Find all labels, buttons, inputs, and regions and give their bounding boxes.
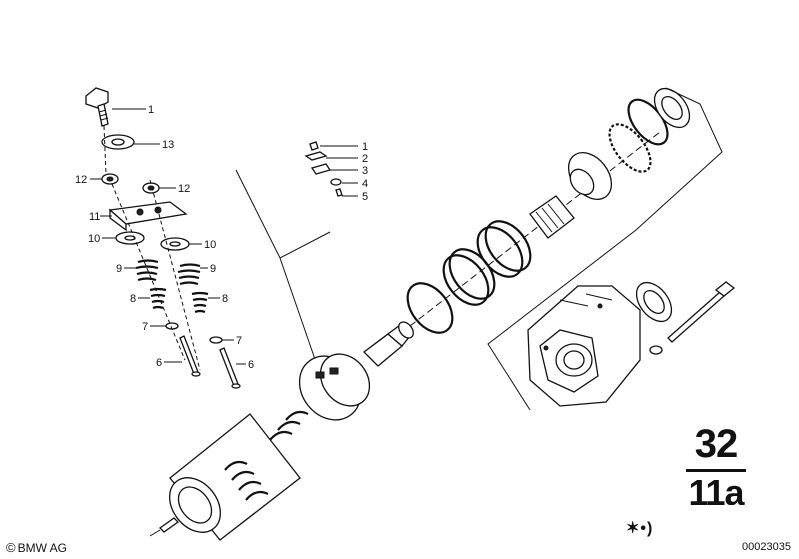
callout-11: 11 <box>89 211 100 223</box>
steering-shaft-assembly <box>149 87 691 541</box>
gear-housing-icon <box>527 281 736 407</box>
callout-s5: 5 <box>362 191 368 203</box>
callout-10-left: 10 <box>88 233 100 245</box>
callout-13: 13 <box>162 139 174 151</box>
leader-lines-left <box>90 108 246 365</box>
callout-s3: 3 <box>362 165 368 177</box>
group-code-divider <box>686 469 746 472</box>
callout-12-right: 12 <box>178 183 190 195</box>
callout-s4: 4 <box>362 178 368 190</box>
callout-s1: 1 <box>362 141 368 153</box>
small-parts-group <box>304 141 358 197</box>
group-code-sub: 11a <box>688 475 744 505</box>
document-number: 00023035 <box>742 541 791 553</box>
copyright-icon: © <box>6 540 16 555</box>
copyright: © BMW AG <box>6 540 67 555</box>
callout-1: 1 <box>148 104 154 116</box>
callout-8-right: 8 <box>222 293 228 305</box>
copyright-text: BMW AG <box>17 540 67 555</box>
callout-9-right: 9 <box>210 263 216 275</box>
spring-icon <box>135 259 201 286</box>
valve-assembly-left <box>85 87 241 389</box>
callout-s2: 2 <box>362 153 368 165</box>
bolt-icon <box>85 87 109 127</box>
callout-6-left: 6 <box>156 357 162 369</box>
callout-8-left: 8 <box>130 293 136 305</box>
group-code: 32 11a <box>686 424 746 505</box>
callout-7-right: 7 <box>236 335 242 347</box>
callout-7-left: 7 <box>142 321 148 333</box>
callout-12-left: 12 <box>75 174 87 186</box>
callout-labels: 1 13 12 12 11 10 10 9 9 8 8 7 7 6 6 1 2 … <box>75 104 368 371</box>
symbol-mark: ✶•) <box>626 520 654 537</box>
callout-9-left: 9 <box>116 263 122 275</box>
callout-6-right: 6 <box>248 359 254 371</box>
callout-10-right: 10 <box>204 239 216 251</box>
group-code-main: 32 <box>694 422 739 466</box>
